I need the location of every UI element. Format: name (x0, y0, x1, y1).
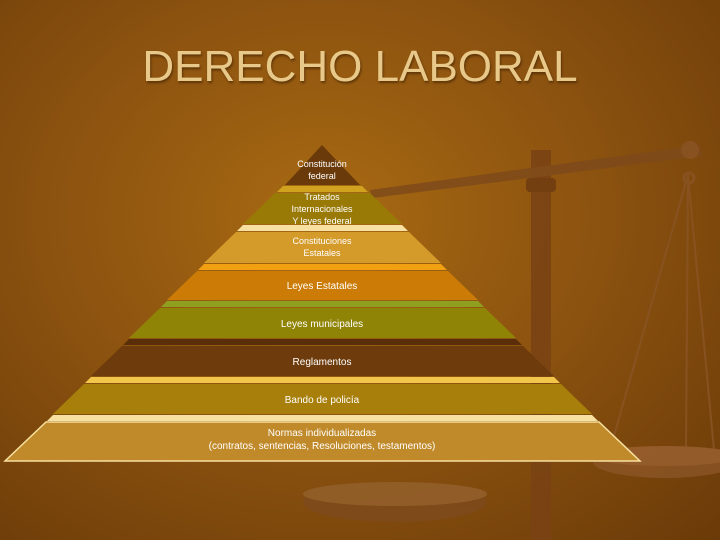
pyramid-level-1 (285, 145, 360, 185)
level-8-line-2: (contratos, sentencias, Resoluciones, te… (209, 441, 436, 452)
level-1-line-1: Constitución (297, 159, 347, 169)
level-8-line-1: Normas individualizadas (268, 428, 376, 439)
pyramid-level-4 (167, 271, 478, 300)
level-5-label: Leyes municipales (281, 319, 363, 330)
level-6-label: Reglamentos (293, 357, 352, 368)
pyramid-level-5 (129, 308, 516, 338)
pyramid-level-7 (53, 384, 592, 414)
level-2-line-3: Y leyes federal (292, 216, 351, 226)
level-7-label: Bando de policía (285, 395, 360, 406)
slide-title: DERECHO LABORAL (142, 42, 578, 91)
level-1-line-2: federal (308, 171, 336, 181)
pyramid-level-6 (91, 346, 554, 376)
level-3-line-2: Estatales (303, 248, 341, 258)
level-3-line-1: Constituciones (292, 236, 352, 246)
pyramid-level-2 (243, 193, 402, 224)
level-2-line-1: Tratados (304, 192, 340, 202)
level-4-label: Leyes Estatales (287, 281, 358, 292)
pyramid-level-3 (204, 232, 441, 263)
pyramid: Constitución federal Tratados Internacio… (3, 145, 642, 462)
pyramid-level-8 (3, 421, 642, 462)
level-2-line-2: Internacionales (291, 204, 353, 214)
